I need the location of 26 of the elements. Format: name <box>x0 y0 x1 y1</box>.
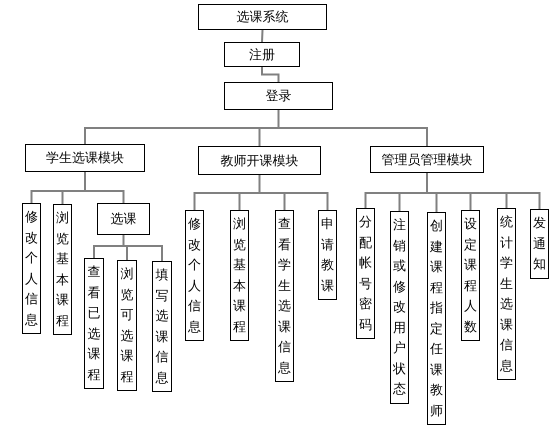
vertical-label-box: 统计学生选课信息 <box>497 208 516 380</box>
vertical-label-box: 分配帐号密码 <box>356 208 375 339</box>
vertical-label-box: 申请教课 <box>318 210 337 300</box>
connector-line <box>261 67 280 82</box>
vertical-label-box: 浏览可选课程 <box>117 260 137 391</box>
vertical-label-box: 浏览基本课程 <box>53 204 72 335</box>
connector-line <box>278 110 428 146</box>
vertical-label-box: 设定课程人数 <box>461 210 480 341</box>
vertical-label-box: 创建课程指定任课教师 <box>427 212 446 425</box>
module-box: 教师开课模块 <box>198 146 321 175</box>
vertical-label-box: 修改个人信息 <box>185 210 204 341</box>
vertical-label-box: 修改个人信息 <box>22 203 41 334</box>
module-box: 注册 <box>224 42 300 67</box>
connector-line <box>261 30 264 42</box>
vertical-label-box: 发通知 <box>530 209 549 278</box>
module-box: 选课系统 <box>198 4 327 30</box>
vertical-label-box: 注销或修改用户状态 <box>390 211 409 404</box>
vertical-label-box: 查看已选课程 <box>84 258 104 389</box>
vertical-label-box: 填写选课信息 <box>152 261 172 392</box>
module-box: 选课 <box>97 203 150 235</box>
module-box: 管理员管理模块 <box>370 146 484 173</box>
vertical-label-box: 查看学生选课信息 <box>275 210 294 382</box>
module-box: 学生选课模块 <box>25 144 145 172</box>
vertical-label-box: 浏览基本课程 <box>230 210 249 341</box>
module-box: 登录 <box>224 82 333 110</box>
connector-line <box>258 175 328 210</box>
